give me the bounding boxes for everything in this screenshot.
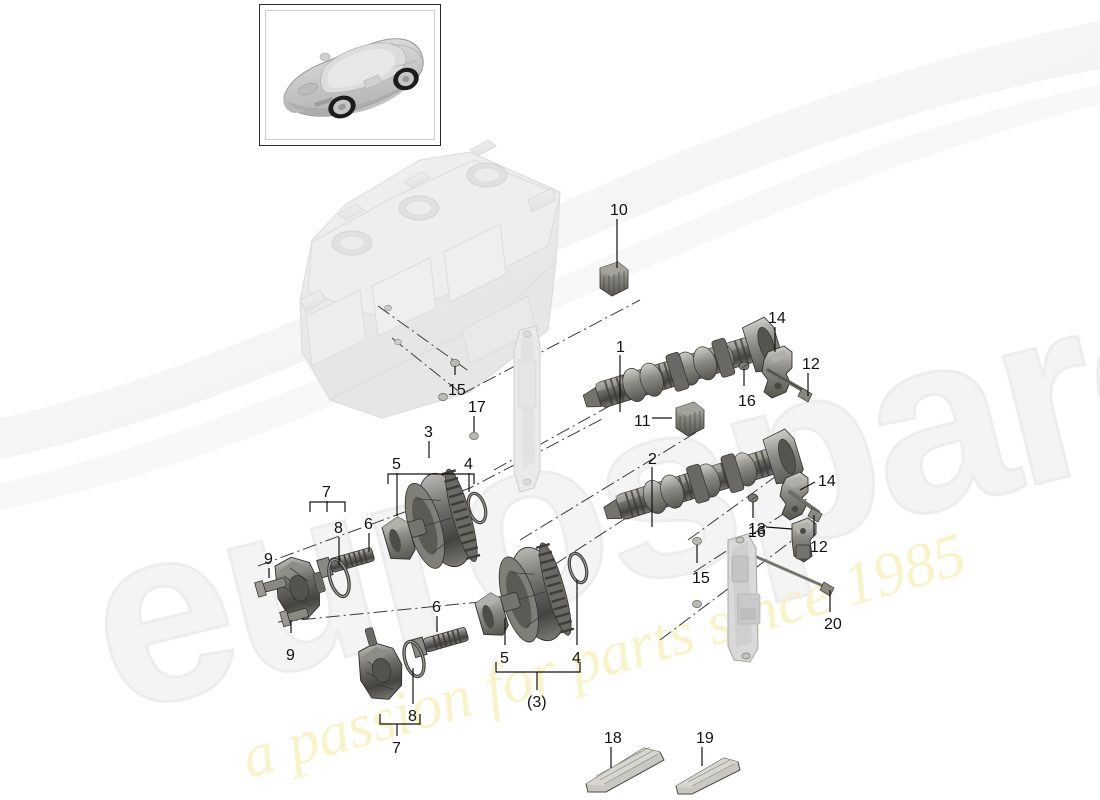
part-5-lower-hex-nut bbox=[474, 592, 509, 636]
part-16-upper-pin bbox=[738, 361, 750, 371]
callout-5a[interactable]: 5 bbox=[392, 456, 401, 473]
callout-9a[interactable]: 9 bbox=[264, 551, 273, 568]
part-14-upper-tensioner-arm bbox=[761, 345, 793, 399]
callout-17[interactable]: 17 bbox=[468, 399, 486, 416]
part-8-lower-seal-ring bbox=[402, 639, 426, 679]
part-15-lower-pins bbox=[692, 537, 702, 608]
part-11-bearing-cap bbox=[675, 401, 705, 437]
part-17-chain-rail-upper bbox=[513, 325, 541, 493]
callout-15b[interactable]: 15 bbox=[692, 570, 710, 587]
callout-3b[interactable]: (3) bbox=[527, 694, 547, 711]
callout-12b[interactable]: 12 bbox=[810, 539, 828, 556]
vehicle-illustration bbox=[283, 38, 424, 119]
callout-4a[interactable]: 4 bbox=[464, 456, 473, 473]
callout-8b[interactable]: 8 bbox=[408, 708, 417, 725]
part-13-chain-guide-bracket bbox=[791, 517, 817, 563]
bracket-3-lower-group bbox=[495, 662, 581, 673]
part-8-upper-seal-ring bbox=[327, 557, 351, 599]
callout-20[interactable]: 20 bbox=[824, 616, 842, 633]
part-4-lower-o-ring bbox=[567, 551, 589, 585]
part-3-upper-cam-adjuster bbox=[397, 468, 481, 569]
callout-3[interactable]: 3 bbox=[424, 424, 433, 441]
leader-line-14b bbox=[799, 481, 816, 491]
bracket-3-group bbox=[387, 473, 475, 484]
part-12-lower-bolt bbox=[788, 490, 823, 523]
callout-1[interactable]: 1 bbox=[616, 339, 625, 356]
part-5-upper-hex-nut bbox=[381, 516, 416, 560]
callout-9b[interactable]: 9 bbox=[286, 647, 295, 664]
part-12-upper-bolt bbox=[766, 368, 813, 403]
callout-2[interactable]: 2 bbox=[648, 451, 657, 468]
callout-14a[interactable]: 14 bbox=[768, 310, 786, 327]
callout-6a[interactable]: 6 bbox=[364, 516, 373, 533]
part-7-upper-pump bbox=[274, 556, 326, 620]
callout-18[interactable]: 18 bbox=[604, 730, 622, 747]
callout-16b[interactable]: 16 bbox=[748, 524, 766, 541]
vehicle-thumbnail-inner bbox=[265, 10, 435, 140]
callout-14b[interactable]: 14 bbox=[818, 473, 836, 490]
callout-leader-lines bbox=[268, 219, 831, 768]
callout-7a[interactable]: 7 bbox=[322, 484, 331, 501]
callout-8a[interactable]: 8 bbox=[334, 520, 343, 537]
callout-10[interactable]: 10 bbox=[610, 202, 628, 219]
callout-15a[interactable]: 15 bbox=[448, 382, 466, 399]
camshaft-2 bbox=[603, 428, 804, 520]
part-19-chain-guide-rail bbox=[675, 757, 741, 795]
callout-6b[interactable]: 6 bbox=[432, 599, 441, 616]
part-16-lower-pin bbox=[747, 493, 759, 503]
bracket-7-lower-group bbox=[379, 714, 421, 725]
camshaft-1 bbox=[582, 316, 784, 408]
part-10-bearing-cap bbox=[599, 261, 629, 297]
part-6-lower-bolt bbox=[410, 627, 469, 659]
bracket-7-group-upper bbox=[309, 501, 346, 512]
callout-12a[interactable]: 12 bbox=[802, 356, 820, 373]
callout-5b[interactable]: 5 bbox=[500, 650, 509, 667]
part-18-chain-guide-rail bbox=[585, 746, 665, 793]
callout-11[interactable]: 11 bbox=[634, 413, 651, 430]
vehicle-thumbnail-frame[interactable] bbox=[259, 4, 441, 146]
callout-13[interactable]: 13 bbox=[748, 521, 766, 538]
leader-line-13 bbox=[765, 526, 793, 530]
callout-16a[interactable]: 16 bbox=[738, 393, 756, 410]
part-15-upper-pins bbox=[384, 304, 460, 401]
part-17-pin bbox=[469, 432, 479, 440]
part-7-lower-pump bbox=[358, 627, 403, 700]
callout-4b[interactable]: 4 bbox=[572, 650, 581, 667]
callout-19[interactable]: 19 bbox=[696, 730, 714, 747]
callout-brackets bbox=[309, 473, 581, 725]
callout-7b[interactable]: 7 bbox=[392, 740, 401, 757]
part-9-upper-bolt bbox=[254, 577, 287, 598]
part-chain-rail-lower bbox=[727, 533, 761, 663]
